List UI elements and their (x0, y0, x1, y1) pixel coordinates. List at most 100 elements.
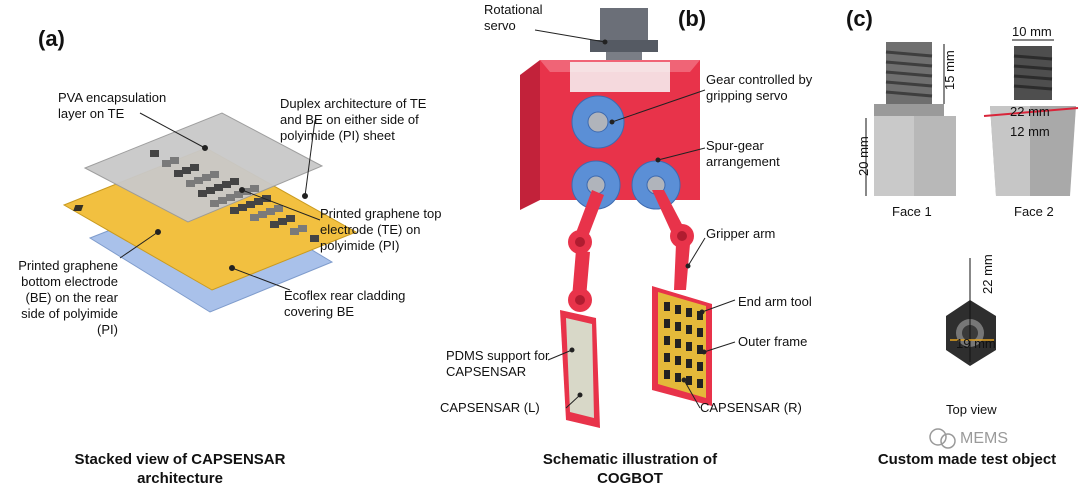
electrode-pad (182, 167, 191, 174)
panel-c-caption: Custom made test object (877, 451, 1057, 468)
dim-22mm-face2: 22 mm (1010, 104, 1050, 119)
panel-b-label: (b) (678, 6, 707, 31)
rotational-servo-annotation: Rotational servo (484, 2, 543, 33)
sensor-pad (675, 322, 681, 331)
sensor-pad (697, 328, 703, 337)
electrode-grid (73, 205, 84, 211)
electrode-pad (198, 190, 207, 197)
capsensar-r-annotation: CAPSENSAR (R) (700, 400, 802, 415)
pva-annotation: PVA encapsulation layer on TE (58, 90, 167, 121)
sensor-pad (664, 302, 670, 311)
face2-label: Face 2 (1014, 204, 1054, 219)
gear-controlled-annotation: Gear controlled by gripping servo (706, 72, 813, 103)
face2-object (990, 46, 1076, 196)
servo-flange (590, 40, 658, 52)
pad-grid (150, 150, 319, 242)
gear-right (631, 160, 681, 210)
electrode-pad (262, 195, 271, 202)
face1-label: Face 1 (892, 204, 932, 219)
sensor-pad (675, 305, 681, 314)
electrode-pad (238, 204, 247, 211)
sensor-pad (697, 345, 703, 354)
electrode-pad (250, 185, 259, 192)
dim-15mm: 15 mm (942, 50, 957, 90)
panel-a-caption: Stacked view of CAPSENSAR architecture (74, 451, 286, 487)
panel-b-caption: Schematic illustration of COGBOT (542, 451, 718, 487)
sensor-pad (664, 370, 670, 379)
spur-gear-annotation: Spur-gear arrangement (706, 138, 780, 169)
electrode-pad (194, 177, 203, 184)
sensor-pad (686, 342, 692, 351)
electrode-pad (270, 221, 279, 228)
electrode-pad (298, 225, 307, 232)
electrode-pad (310, 235, 319, 242)
outer-frame-annotation: Outer frame (738, 334, 808, 349)
sensor-pad (675, 339, 681, 348)
end-arm-tool-annotation: End arm tool (738, 294, 812, 309)
duplex-annotation: Duplex architecture of TE and BE on eith… (280, 96, 427, 143)
sensor-pad (686, 325, 692, 334)
electrode-pad (230, 207, 239, 214)
sensor-pad (675, 356, 681, 365)
end-tool-left (560, 310, 600, 428)
electrode-pad (230, 178, 239, 185)
sensor-pad (686, 308, 692, 317)
electrode-pad (174, 170, 183, 177)
bottom-electrode-annotation: Printed graphene bottom electrode (BE) o… (18, 258, 118, 337)
gripper-arm-right (652, 190, 694, 290)
electrode-pad (202, 174, 211, 181)
dim-10mm: 10 mm (1012, 24, 1052, 39)
top-view-label: Top view (946, 402, 997, 417)
electrode-pad (286, 215, 295, 222)
sensor-pad (664, 319, 670, 328)
electrode-pad (222, 181, 231, 188)
watermark-icon (929, 428, 956, 449)
electrode-pad (254, 198, 263, 205)
electrode-pad (274, 205, 283, 212)
panel-c-label: (c) (846, 6, 873, 31)
electrode-pad (250, 214, 259, 221)
watermark-text: MEMS (960, 430, 1008, 447)
sensor-pad (697, 379, 703, 388)
electrode-pad (278, 218, 287, 225)
face1-object (874, 42, 956, 196)
electrode-pad (234, 191, 243, 198)
dim-19mm: 19 mm (956, 336, 996, 351)
electrode-pad (186, 180, 195, 187)
dim-12mm: 12 mm (1010, 124, 1050, 139)
electrode-pad (258, 211, 267, 218)
gear-top (571, 95, 625, 149)
electrode-pad (214, 184, 223, 191)
pva-layer (83, 112, 324, 223)
dim-22mm-top: 22 mm (980, 254, 995, 294)
gear-left (571, 160, 621, 210)
sensor-pad (686, 376, 692, 385)
electrode-pad (210, 200, 219, 207)
dim-20mm: 20 mm (856, 136, 871, 176)
electrode-pad (218, 197, 227, 204)
sensor-pad (664, 336, 670, 345)
electrode-pad (210, 171, 219, 178)
top-electrode-annotation: Printed graphene top electrode (TE) on p… (320, 206, 442, 253)
electrode-pad (290, 228, 299, 235)
electrode-pad (150, 150, 159, 157)
electrode-pad (226, 194, 235, 201)
sensor-pad (697, 362, 703, 371)
ecoflex-annotation: Ecoflex rear cladding covering BE (284, 288, 406, 319)
gripper-arm-left (568, 190, 604, 312)
electrode-pad (246, 201, 255, 208)
capsensar-l-annotation: CAPSENSAR (L) (440, 400, 540, 415)
electrode-pad (266, 208, 275, 215)
capsensar-r-pads (664, 302, 703, 388)
sensor-pad (664, 353, 670, 362)
electrode-pad (170, 157, 179, 164)
panel-a-label: (a) (38, 26, 65, 51)
electrode-pad (162, 160, 171, 167)
pdms-annotation: PDMS support for CAPSENSAR (446, 348, 550, 379)
sensor-pad (686, 359, 692, 368)
sensor-pad (697, 311, 703, 320)
gripper-arm-annotation: Gripper arm (706, 226, 776, 241)
electrode-pad (206, 187, 215, 194)
electrode-pad (190, 164, 199, 171)
